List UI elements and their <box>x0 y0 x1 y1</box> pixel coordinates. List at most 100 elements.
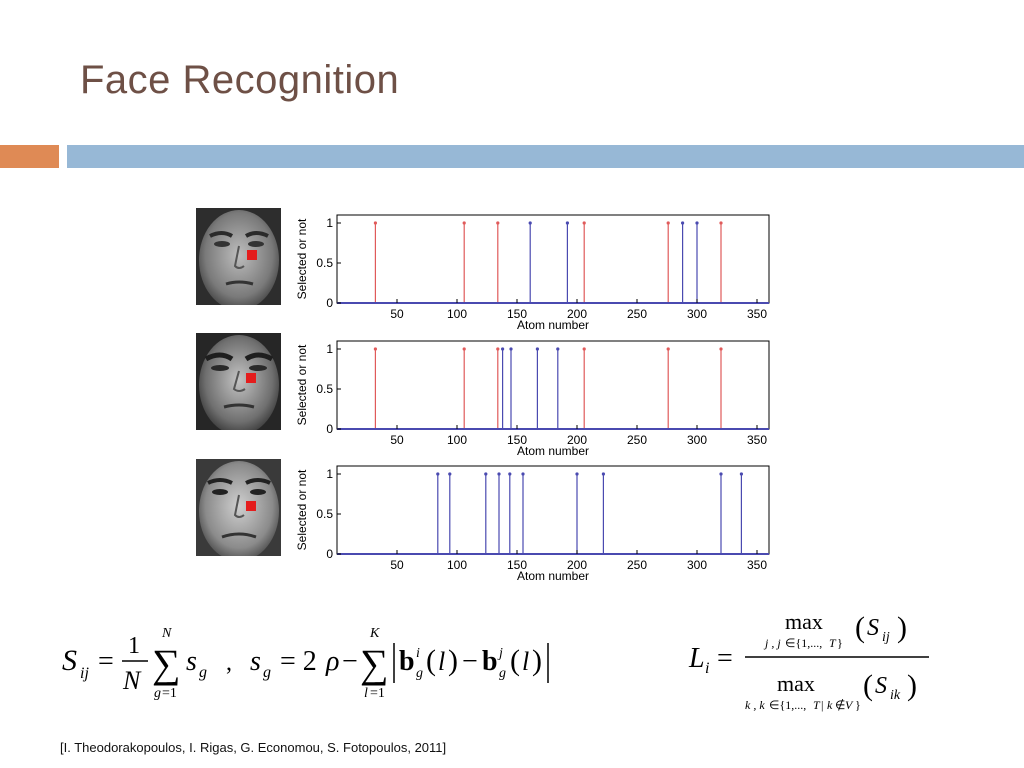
svg-text:}: } <box>855 698 861 712</box>
svg-text:j: j <box>497 646 503 661</box>
citation: [I. Theodorakopoulos, I. Rigas, G. Econo… <box>60 740 447 755</box>
stem-marker <box>373 347 377 351</box>
slide-title: Face Recognition <box>80 58 400 102</box>
svg-text:g: g <box>154 686 161 701</box>
svg-text:g: g <box>499 666 506 681</box>
svg-text:s: s <box>186 646 197 677</box>
y-axis-label: Selected or not <box>295 344 309 425</box>
stem-marker <box>666 347 670 351</box>
svg-text:): ) <box>907 669 917 702</box>
svg-text:,: , <box>226 650 232 676</box>
face-marker-2 <box>246 373 256 383</box>
stem-marker <box>496 347 500 351</box>
x-tick-label: 200 <box>567 433 587 447</box>
face-marker-3 <box>246 501 256 511</box>
svg-text:max: max <box>777 671 815 696</box>
y-tick-label: 0 <box>326 547 333 561</box>
stem-marker <box>436 472 440 476</box>
stem-marker <box>582 347 586 351</box>
x-axis-label: Atom number <box>517 444 589 458</box>
stem-marker <box>484 472 488 476</box>
svg-text:k , k: k , k <box>745 698 765 712</box>
stem-marker <box>719 472 723 476</box>
svg-text:k: k <box>827 698 833 712</box>
svg-text:=1: =1 <box>162 686 177 701</box>
y-tick-label: 0.5 <box>316 507 333 521</box>
stem-marker <box>508 472 512 476</box>
x-axis-label: Atom number <box>517 318 589 332</box>
face-image-2 <box>196 333 281 430</box>
stem-marker <box>373 221 377 225</box>
svg-text:T: T <box>813 698 821 712</box>
stem-marker <box>556 347 560 351</box>
svg-text:g: g <box>416 666 423 681</box>
x-tick-label: 100 <box>447 433 467 447</box>
x-tick-label: 300 <box>687 307 707 321</box>
stem-marker <box>739 472 743 476</box>
accent-bar-orange <box>0 145 59 168</box>
x-tick-label: 150 <box>507 307 527 321</box>
svg-text:V: V <box>845 698 854 712</box>
x-tick-label: 350 <box>747 558 767 572</box>
svg-text:=1: =1 <box>370 686 385 701</box>
x-tick-label: 50 <box>390 307 404 321</box>
x-tick-label: 300 <box>687 558 707 572</box>
svg-text:=: = <box>98 646 114 677</box>
x-tick-label: 150 <box>507 558 527 572</box>
x-axis-label: Atom number <box>517 569 589 583</box>
svg-text:i: i <box>416 646 420 661</box>
svg-text:l: l <box>364 686 368 701</box>
stem-marker <box>462 221 466 225</box>
x-tick-label: 350 <box>747 433 767 447</box>
svg-text:∈{1,...,: ∈{1,..., <box>769 698 806 712</box>
svg-text:S: S <box>875 673 887 699</box>
stem-marker <box>496 221 500 225</box>
stem-marker <box>666 221 670 225</box>
svg-text:ij: ij <box>80 665 89 682</box>
x-tick-label: 300 <box>687 433 707 447</box>
y-tick-label: 0.5 <box>316 382 333 396</box>
svg-text:): ) <box>448 644 458 677</box>
face-image-3 <box>196 459 281 556</box>
svg-text:∈{1,...,: ∈{1,..., <box>785 636 822 650</box>
x-tick-label: 250 <box>627 558 647 572</box>
svg-text:∑: ∑ <box>360 641 389 686</box>
stem-marker <box>681 221 685 225</box>
stem-marker <box>462 347 466 351</box>
x-tick-label: 250 <box>627 307 647 321</box>
accent-bar-blue <box>67 145 1024 168</box>
svg-text:1: 1 <box>128 633 140 659</box>
stem-marker <box>582 221 586 225</box>
svg-text:(: ( <box>855 611 865 644</box>
svg-text:K: K <box>369 626 380 641</box>
svg-text:=: = <box>717 643 733 674</box>
svg-text:i: i <box>705 660 709 677</box>
y-tick-label: 1 <box>326 467 333 481</box>
svg-text:∑: ∑ <box>152 641 181 686</box>
stem-marker <box>528 221 532 225</box>
svg-text:N: N <box>122 666 142 695</box>
svg-text:(: ( <box>863 669 873 702</box>
svg-text:g: g <box>199 664 207 681</box>
svg-text:l: l <box>522 647 529 676</box>
svg-text:(: ( <box>510 644 520 677</box>
x-tick-label: 100 <box>447 558 467 572</box>
y-axis-label: Selected or not <box>295 469 309 550</box>
stem-marker <box>497 472 501 476</box>
y-tick-label: 0.5 <box>316 256 333 270</box>
svg-text:−: − <box>342 646 358 677</box>
stem-marker <box>509 347 513 351</box>
x-tick-label: 150 <box>507 433 527 447</box>
svg-text:= 2: = 2 <box>280 646 317 677</box>
stem-marker <box>521 472 525 476</box>
y-tick-label: 1 <box>326 342 333 356</box>
stem-marker <box>575 472 579 476</box>
svg-text:S: S <box>867 615 879 641</box>
svg-text:): ) <box>532 644 542 677</box>
stem-marker <box>448 472 452 476</box>
svg-text:−: − <box>462 646 478 677</box>
y-axis-label: Selected or not <box>295 218 309 299</box>
